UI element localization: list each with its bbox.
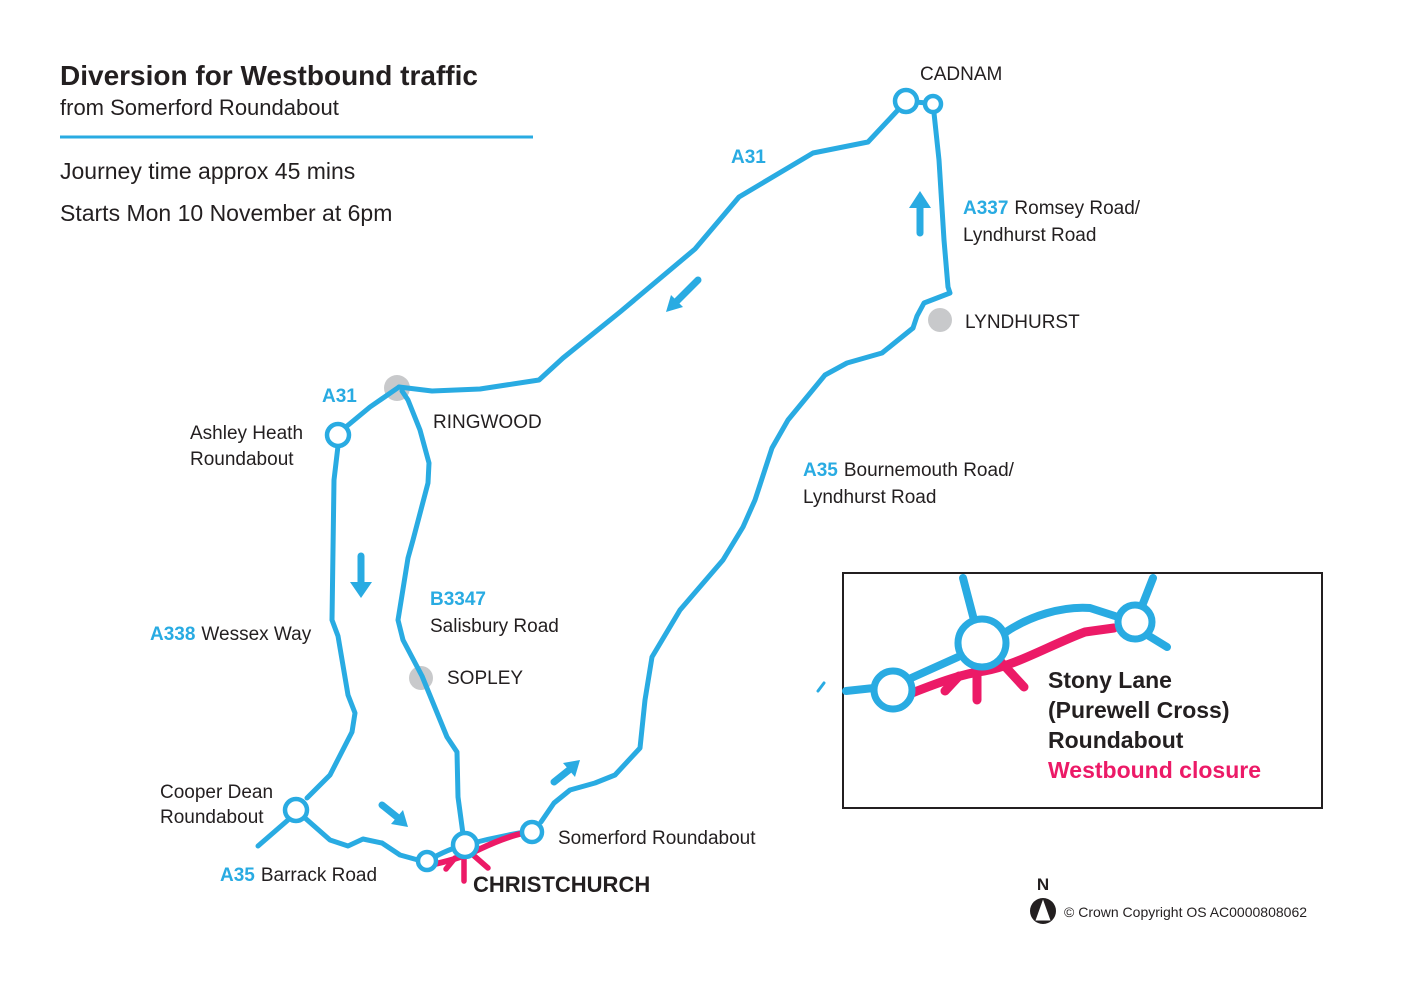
a35-barrack-number: A35 [220,865,255,886]
inset-label-line3: Roundabout [1048,727,1184,753]
cadnam-roundabout-west-marker [892,87,920,115]
road-cooper-dean-stub [255,817,291,849]
label-b3347-name: Salisbury Road [430,616,559,637]
inset-road-left-stub [842,684,878,695]
road-a35-lyndhurst [538,325,916,825]
label-cadnam: CADNAM [920,64,1002,85]
inset-closure-route [907,623,1119,698]
header: Diversion for Westbound traffic from Som… [60,60,533,226]
label-a337-line1: A337 Romsey Road/ [963,198,1141,219]
inset-closure-spoke-southeast [995,656,1029,692]
inset-road-middle-to-right [1002,603,1122,636]
label-lyndhurst: LYNDHURST [965,312,1080,333]
barrack-road-roundabout-marker [415,849,439,873]
road-a338-wessex-way [304,443,358,801]
label-a35-line2: Lyndhurst Road [803,487,936,508]
label-b3347-num: B3347 [430,589,486,610]
inset-stony-lane-roundabout-marker [954,615,1010,671]
direction-arrow-barrack-southeast-icon [378,801,408,827]
start-date-text: Starts Mon 10 November at 6pm [60,200,392,226]
inset-road-left-to-middle [905,653,962,683]
inset-road-right-north-stub [1138,574,1157,610]
inset-right-roundabout-marker [1114,601,1156,643]
a35-number: A35 [803,460,838,481]
stony-lane-roundabout-marker [450,830,480,860]
closure-spoke-southeast [469,851,491,871]
page-title: Diversion for Westbound traffic [60,60,478,91]
north-label: N [1037,875,1049,894]
a337-number: A337 [963,198,1008,219]
inset-label-line2: (Purewell Cross) [1048,697,1230,723]
page-subtitle: from Somerford Roundabout [60,95,339,120]
journey-time-text: Journey time approx 45 mins [60,158,355,184]
compass-needle [1035,899,1051,921]
label-christchurch: CHRISTCHURCH [473,872,650,897]
inset-label-closure: Westbound closure [1048,757,1261,783]
somerford-roundabout-marker [519,819,545,845]
lyndhurst-place-dot [928,308,952,332]
road-a337 [910,110,953,331]
road-a31-northeast [396,108,900,394]
a337-name: Romsey Road/ [1014,198,1140,219]
label-somerford: Somerford Roundabout [558,828,756,849]
inset-road-right-southeast-stub [1145,632,1171,651]
road-a31-ashley-heath [338,384,402,434]
label-a31-northeast: A31 [731,147,766,168]
road-fragment [816,681,826,693]
direction-arrow-a338-south-icon [350,552,372,598]
label-cooper-dean-line2: Roundabout [160,807,264,828]
cooper-dean-roundabout-marker [282,796,310,824]
a338-name: Wessex Way [201,624,311,645]
label-ashley-heath-line1: Ashley Heath [190,423,303,444]
direction-arrow-a31-southwest-icon [666,276,702,312]
label-a35-barrack: A35 Barrack Road [220,865,377,886]
label-a338: A338 Wessex Way [150,624,312,645]
label-ashley-heath-line2: Roundabout [190,449,294,470]
label-sopley: SOPLEY [447,668,523,689]
road-b3347-salisbury [395,388,466,837]
label-cooper-dean-line1: Cooper Dean [160,782,273,803]
direction-arrow-somerford-northeast-icon [550,760,580,786]
a338-number: A338 [150,624,195,645]
inset-closure-spoke-southwest [940,671,964,696]
a35-barrack-name: Barrack Road [261,865,377,886]
direction-arrow-a337-north-icon [909,191,931,237]
inset-left-roundabout-marker [870,667,916,713]
copyright-text: © Crown Copyright OS AC0000808062 [1064,904,1307,920]
road-a35-barrack [302,815,421,863]
closure-spoke-southwest [443,855,458,872]
inset-panel: Stony Lane (Purewell Cross) Roundabout W… [842,572,1323,809]
label-a35-line1: A35 Bournemouth Road/ [803,460,1015,481]
inset-road-middle-north-stub [959,574,978,624]
north-arrow-icon: N [1030,875,1056,924]
cadnam-roundabout-east-marker [922,93,944,115]
label-a337-line2: Lyndhurst Road [963,225,1096,246]
inset-label-line1: Stony Lane [1048,667,1172,693]
label-ringwood: RINGWOOD [433,412,542,433]
ashley-heath-roundabout-marker [324,421,352,449]
a35-name: Bournemouth Road/ [844,460,1015,481]
label-a31-ringwood: A31 [322,386,357,407]
